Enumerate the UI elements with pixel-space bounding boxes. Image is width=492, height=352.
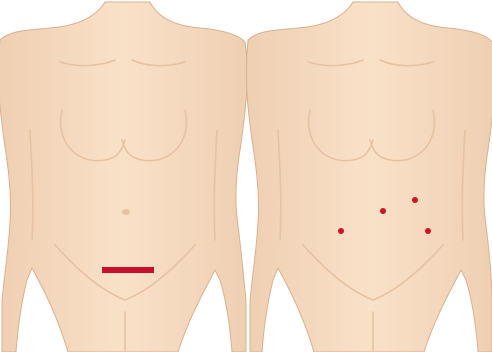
laparoscopic-figure	[246, 2, 492, 352]
port-lower-right	[425, 228, 431, 234]
right-torso-body	[246, 2, 492, 352]
port-upper-right	[412, 197, 418, 203]
port-upper-left	[380, 208, 386, 214]
left-figure-navel	[122, 209, 130, 215]
open-surgery-figure	[0, 2, 247, 352]
port-lower-left	[338, 228, 344, 234]
